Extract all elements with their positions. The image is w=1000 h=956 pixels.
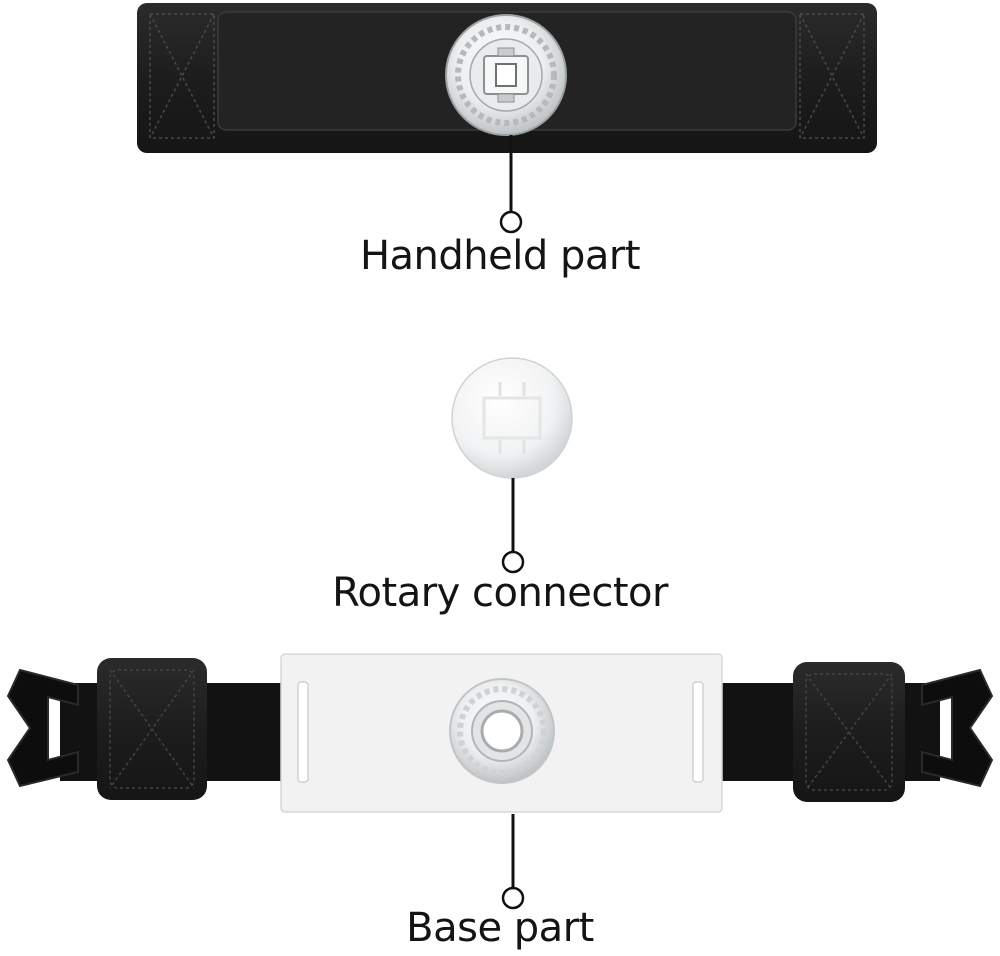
- left-leather-tab: [97, 658, 207, 800]
- rotary-connector-label: Rotary connector: [332, 570, 668, 616]
- base-part-label: Base part: [406, 905, 594, 951]
- left-stitch-panel: [149, 13, 215, 139]
- right-leather-tab: [793, 662, 905, 802]
- handheld-part-label: Handheld part: [359, 233, 641, 279]
- handheld-leader: [499, 135, 523, 234]
- right-stitch-panel: [799, 13, 865, 139]
- left-clip: [6, 668, 79, 788]
- rotary-connector-sphere: [451, 357, 573, 479]
- right-clip: [921, 668, 994, 788]
- base-leader: [501, 814, 525, 910]
- base-connector-ring: [449, 678, 555, 784]
- rotary-leader: [501, 478, 525, 574]
- handheld-connector-disc: [445, 14, 567, 136]
